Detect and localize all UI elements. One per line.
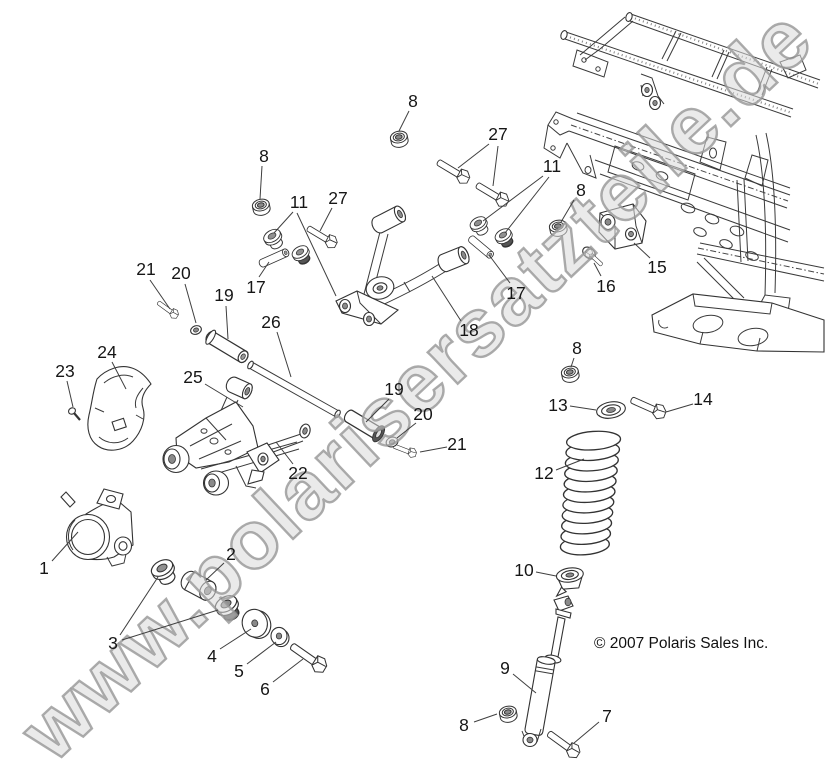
callout-leader-line <box>535 571 557 577</box>
callout-leader-line <box>51 531 79 562</box>
part-callout-21: 21 <box>136 259 155 279</box>
part-callout-5: 5 <box>234 661 244 681</box>
callout-leader-line <box>184 283 197 324</box>
bolts <box>67 155 669 762</box>
callout-leader-line <box>457 143 490 169</box>
callout-leader-line <box>573 721 600 744</box>
screw-23 <box>67 407 81 421</box>
part-callout-16: 16 <box>596 276 615 296</box>
callout-leader-line <box>275 441 294 465</box>
callout-leader-line <box>272 658 304 683</box>
flange-bolt-16 <box>582 246 605 269</box>
coil-spring <box>559 430 622 556</box>
copyright-notice: © 2007 Polaris Sales Inc. <box>594 635 768 652</box>
part-callout-8: 8 <box>459 715 469 735</box>
callout-leader-line <box>431 275 462 322</box>
part-callout-20: 20 <box>171 263 191 283</box>
callout-leader-line <box>560 199 575 223</box>
callout-leader-line <box>473 713 498 723</box>
part-callout-8: 8 <box>576 180 586 200</box>
callout-leader-line <box>259 165 263 200</box>
callout-leader-line <box>665 403 694 413</box>
callout-leader-line <box>205 562 225 581</box>
spring-seat <box>555 567 584 598</box>
part-callout-8: 8 <box>572 338 582 358</box>
part-callout-8: 8 <box>259 146 269 166</box>
part-callout-19: 19 <box>214 285 233 305</box>
part-callout-14: 14 <box>693 389 713 409</box>
callout-leader-line <box>512 673 537 694</box>
callout-leader-line <box>149 279 171 310</box>
spring-retainer <box>596 401 626 420</box>
callout-leader-line <box>398 110 410 132</box>
part-callout-17: 17 <box>246 277 265 297</box>
callout-leader-line <box>273 211 294 234</box>
callout-leader-line <box>492 145 499 187</box>
part-callout-10: 10 <box>514 560 534 580</box>
part-callout-27: 27 <box>328 188 347 208</box>
part-callout-9: 9 <box>500 658 510 678</box>
part-callout-2: 2 <box>226 544 236 564</box>
part-callout-23: 23 <box>55 361 74 381</box>
lower-control-arm <box>162 376 311 496</box>
callout-leader-line <box>204 383 244 408</box>
callout-leader-line <box>633 242 651 259</box>
frame-assembly <box>543 12 825 353</box>
pivot-pins <box>190 234 496 448</box>
part-callout-3: 3 <box>108 633 118 653</box>
bearing-carrier <box>60 488 134 567</box>
callout-leader-line <box>555 458 585 471</box>
part-callout-13: 13 <box>548 395 567 415</box>
part-callout-12: 12 <box>534 463 553 483</box>
part-callout-8: 8 <box>408 91 418 111</box>
part-callout-22: 22 <box>288 463 307 483</box>
callout-leader-line <box>569 405 597 411</box>
callout-leader-line <box>396 422 417 439</box>
part-callout-7: 7 <box>602 706 612 726</box>
part-callout-4: 4 <box>207 646 217 666</box>
part-callout-15: 15 <box>647 257 666 277</box>
part-callout-26: 26 <box>261 312 280 332</box>
part-callout-20: 20 <box>413 404 433 424</box>
part-callout-6: 6 <box>260 679 270 699</box>
bushing-sleeve <box>180 570 217 601</box>
callout-leader-line <box>246 641 277 665</box>
callout-leader-line <box>225 305 229 340</box>
callout-leader-line <box>504 176 550 234</box>
mount-bracket <box>598 203 647 250</box>
callout-leader-line <box>111 361 127 390</box>
part-callout-11: 11 <box>290 192 308 212</box>
part-callout-1: 1 <box>39 558 49 578</box>
part-callout-18: 18 <box>459 320 478 340</box>
callout-leader-line <box>66 380 74 408</box>
callout-leader-line <box>121 609 219 641</box>
callout-leader-line <box>593 262 602 277</box>
callout-leader-line <box>258 261 270 278</box>
callout-leader-line <box>365 398 390 423</box>
callout-leader-line <box>276 331 292 378</box>
callout-leader-line <box>570 357 575 368</box>
part-callout-11: 11 <box>543 156 561 176</box>
callout-leader-line <box>296 212 337 297</box>
part-callout-19: 19 <box>384 379 403 399</box>
part-callout-27: 27 <box>488 124 507 144</box>
callout-leader-line <box>419 446 448 453</box>
upper-control-arm <box>335 205 470 327</box>
part-callout-24: 24 <box>97 342 117 362</box>
pivot-rod <box>247 360 341 419</box>
callout-leader-line <box>319 207 333 232</box>
callout-leader-line <box>482 175 544 222</box>
shock-absorber <box>521 595 574 748</box>
callout-leader-line <box>219 628 252 650</box>
callout-leader-line <box>488 254 511 284</box>
part-callout-17: 17 <box>506 283 525 303</box>
part-callout-21: 21 <box>447 434 466 454</box>
callout-leader-line <box>119 576 159 636</box>
guard <box>87 366 152 451</box>
part-callout-25: 25 <box>183 367 202 387</box>
